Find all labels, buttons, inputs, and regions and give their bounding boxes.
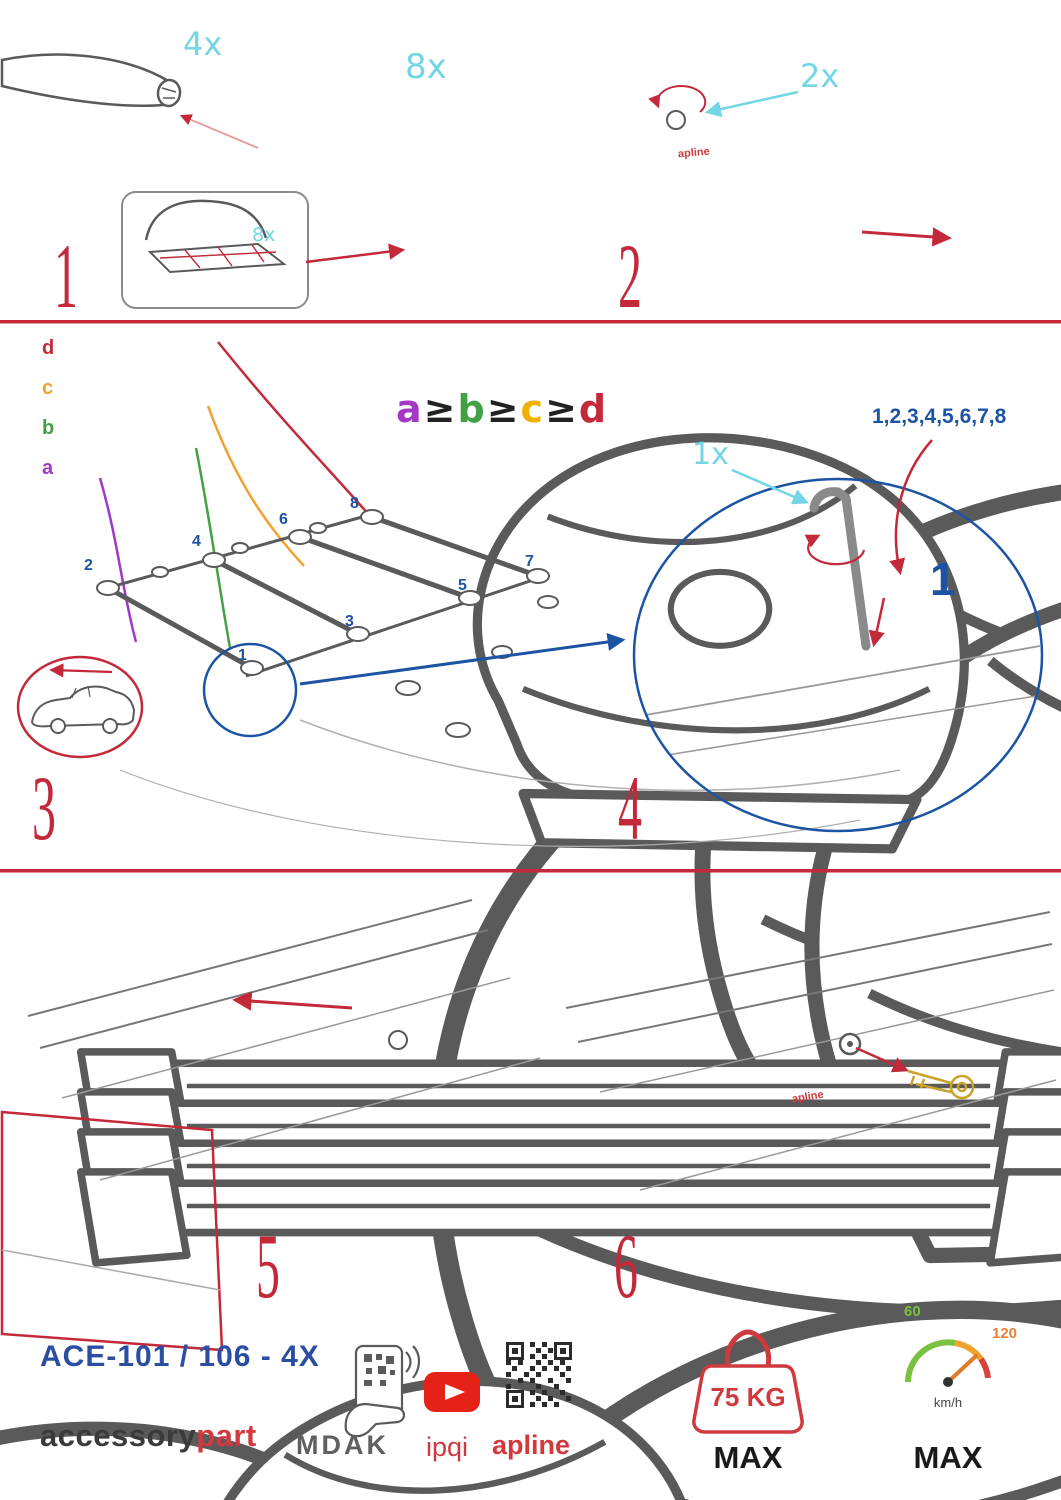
step4-number: 4 xyxy=(618,757,642,859)
connector-b xyxy=(194,447,232,649)
step5-number: 5 xyxy=(256,1215,280,1317)
step1-foot-qty: 8x xyxy=(405,47,447,87)
speed-high-label: 120 xyxy=(992,1325,1018,1342)
apline-logo-ap: ap xyxy=(492,1430,524,1460)
tightening-sequence: 1,2,3,4,5,6,7,8 xyxy=(872,405,1007,428)
allen-key xyxy=(809,487,871,651)
max-speed-label: MAX xyxy=(913,1440,983,1475)
max-weight-label: MAX xyxy=(713,1440,783,1475)
phone-scan-icon xyxy=(344,1344,421,1438)
footer-icons xyxy=(344,1329,991,1438)
first-position-label: 1 xyxy=(930,553,956,605)
speed-low-label: 60 xyxy=(904,1303,921,1320)
formula-gte2: ≥ xyxy=(486,387,521,431)
speedometer-icon xyxy=(905,1339,991,1387)
crossbar-end-cap xyxy=(156,78,182,108)
key-icon xyxy=(907,1069,975,1100)
step1-pad-qty: 8x xyxy=(252,224,276,246)
bar-label-a: a xyxy=(42,457,54,479)
step6-number: 6 xyxy=(614,1215,638,1317)
sequence-arrow xyxy=(889,439,933,576)
roof-position-4: 4 xyxy=(192,533,201,550)
connector-a xyxy=(98,477,138,643)
lock-cylinder xyxy=(388,1030,408,1050)
roof-grid xyxy=(96,509,559,738)
formula-gte3: ≥ xyxy=(545,387,579,431)
connector-d xyxy=(217,341,371,517)
step2-number: 2 xyxy=(618,225,642,327)
roof-position-3: 3 xyxy=(345,613,354,630)
step4-illustration xyxy=(632,439,1044,833)
apline-logo-line: line xyxy=(523,1430,571,1460)
section-divider xyxy=(0,869,1061,873)
roof-position-6: 6 xyxy=(279,511,288,528)
kettlebell-weight-icon xyxy=(692,1329,804,1434)
formula-d: d xyxy=(578,387,609,431)
model-number: ACE-101 / 106 - 4X xyxy=(40,1340,320,1373)
rotate-arrow xyxy=(804,534,866,566)
foot-cover-illustration xyxy=(477,438,964,849)
brand-part: part xyxy=(196,1418,257,1453)
step2-illustration xyxy=(477,85,1061,1256)
step3-number: 3 xyxy=(32,757,56,859)
bar-label-d: d xyxy=(42,337,55,359)
formula-b: b xyxy=(457,387,487,431)
bar-label-c: c xyxy=(42,377,54,399)
step1-bar-qty: 4x xyxy=(183,25,223,63)
step1-illustration xyxy=(0,53,1061,1500)
zoom-pointer-arrow xyxy=(299,633,626,686)
roof-position-8: 8 xyxy=(350,495,359,512)
step3-illustration xyxy=(16,341,1061,1263)
brand-accessory: accessory xyxy=(40,1418,197,1453)
formula-gte1: ≥ xyxy=(423,387,458,431)
step5-illustration xyxy=(0,899,1061,1500)
speed-unit-label: km/h xyxy=(933,1395,963,1410)
rubber-pad xyxy=(147,242,287,274)
apline-logo: apline xyxy=(492,1432,570,1459)
roof-position-2: 2 xyxy=(84,557,93,574)
zoom-circle xyxy=(632,477,1044,833)
position1-highlight-circle xyxy=(202,642,298,738)
roof-position-7: 7 xyxy=(525,553,534,570)
connector-c xyxy=(206,405,305,567)
step4-tool-qty: 1x xyxy=(692,437,729,472)
adjuster-knob xyxy=(666,110,686,130)
qr-code-icon xyxy=(506,1342,572,1408)
crossbar-illustration xyxy=(0,53,174,108)
formula-a: a xyxy=(396,387,424,431)
bar-order-formula: a≥b≥c≥d xyxy=(396,390,608,428)
accessorypart-logo: accessorypart xyxy=(40,1420,257,1451)
foot-cross-section xyxy=(144,199,268,241)
youtube-play-icon xyxy=(424,1372,480,1412)
ipqi-logo: ipqi xyxy=(426,1432,469,1462)
step2-knob-qty: 2x xyxy=(800,57,840,95)
roof-position-1: 1 xyxy=(238,647,247,664)
detail-frame xyxy=(0,1110,224,1352)
max-weight-value: 75 KG xyxy=(710,1382,786,1412)
mdak-logo: MDAK xyxy=(296,1430,389,1460)
roof-position-5: 5 xyxy=(458,577,467,594)
rotate-arrow xyxy=(648,85,707,113)
formula-c: c xyxy=(520,387,546,431)
section-divider xyxy=(0,320,1061,324)
bar-label-b: b xyxy=(42,417,55,439)
car-detail xyxy=(16,655,144,759)
step1-number: 1 xyxy=(54,225,78,327)
step6-illustration xyxy=(565,911,1061,1500)
